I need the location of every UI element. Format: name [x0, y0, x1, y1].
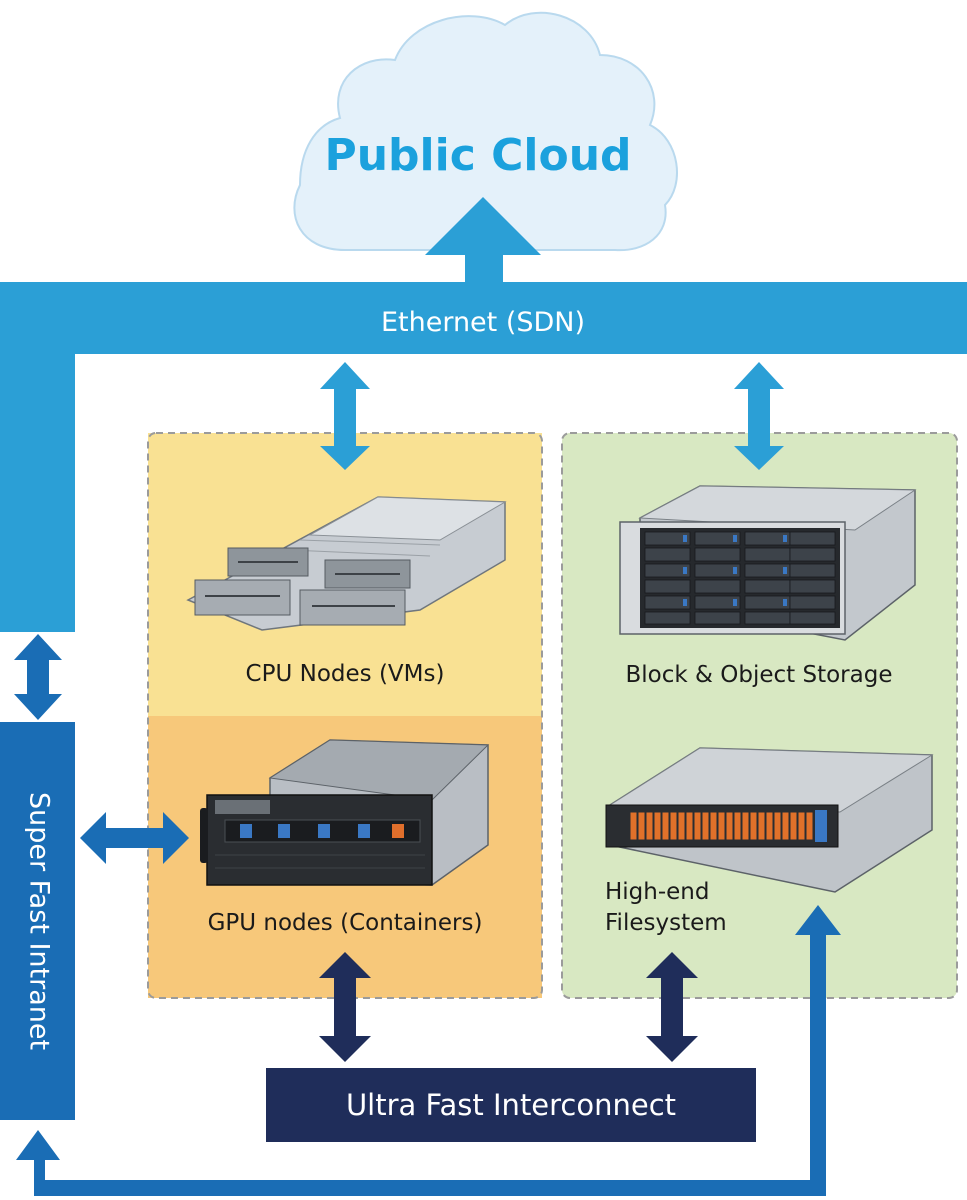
cpu-nodes-label: CPU Nodes (VMs) [246, 661, 445, 687]
interconnect-gpu-arrow [319, 952, 371, 1062]
public-cloud: Public Cloud [293, 11, 678, 252]
ethernet-compute-arrow [320, 362, 370, 470]
interconnect-bar [266, 1068, 756, 1142]
filesystem-server-image [605, 747, 934, 893]
filesystem-label-line2: Filesystem [605, 910, 727, 936]
intranet-ethernet-arrow [14, 634, 62, 720]
cloud-shape [293, 11, 678, 252]
intranet-bar [0, 722, 75, 1120]
interconnect-label: Ultra Fast Interconnect [346, 1088, 676, 1122]
storage-label: Block & Object Storage [626, 662, 893, 688]
interconnect-filesystem-arrow [646, 952, 698, 1062]
ethernet-storage-arrow [734, 362, 784, 470]
storage-server-image [619, 485, 917, 641]
gpu-server-image [200, 739, 490, 886]
intranet-label: Super Fast Intranet [24, 792, 55, 1050]
filesystem-label-line1: High-end [605, 879, 710, 905]
interconnect-network: Ultra Fast Interconnect [266, 952, 756, 1142]
cloud-title: Public Cloud [324, 130, 631, 181]
intranet-network: Super Fast Intranet [0, 634, 841, 1196]
cpu-server-image [186, 496, 507, 631]
ethernet-to-cloud-arrow [425, 197, 541, 283]
intranet-gpu-arrow [80, 812, 189, 864]
ethernet-label: Ethernet (SDN) [381, 307, 585, 338]
ethernet-network: Ethernet (SDN) [0, 197, 967, 632]
ethernet-bar [0, 282, 967, 632]
gpu-nodes-label: GPU nodes (Containers) [208, 910, 483, 936]
